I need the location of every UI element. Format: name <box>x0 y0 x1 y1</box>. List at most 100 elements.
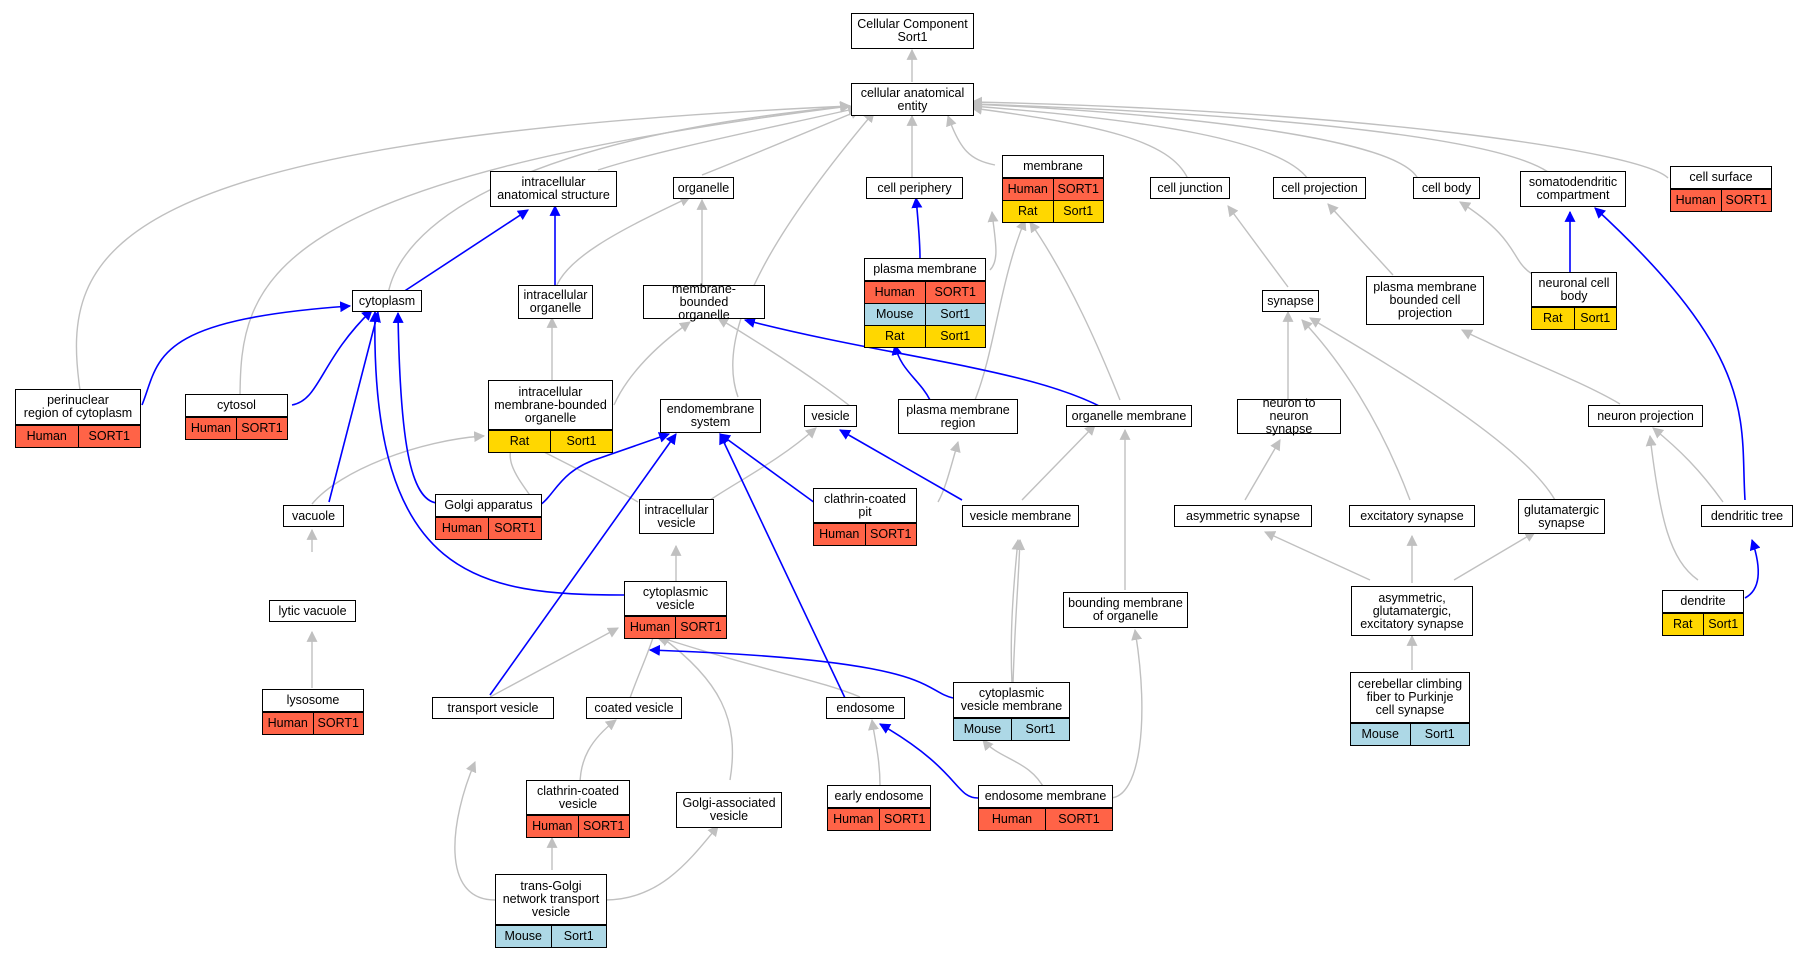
node-label: intracellular organelle <box>523 288 588 315</box>
node-transport-vesicle[interactable]: transport vesicle <box>432 697 554 719</box>
node-lytic-vacuole[interactable]: lytic vacuole <box>269 600 356 622</box>
node-vesicle[interactable]: vesicle <box>804 405 857 427</box>
node-cytoplasm[interactable]: cytoplasm <box>352 290 422 312</box>
node-label: Cellular Component Sort1 <box>857 17 968 44</box>
node-intracellular-vesicle[interactable]: intracellular vesicle <box>639 499 714 534</box>
edge-is-a <box>579 719 617 786</box>
node-cellular-anatomical-entity[interactable]: cellular anatomical entity <box>851 83 974 116</box>
node-excitatory-synapse[interactable]: excitatory synapse <box>1349 505 1475 527</box>
node-neuron-projection[interactable]: neuron projection <box>1588 405 1703 427</box>
node-label: cytoplasmic vesicle membrane <box>954 683 1069 718</box>
node-dendritic-tree[interactable]: dendritic tree <box>1701 505 1793 527</box>
node-label: somatodendritic compartment <box>1528 175 1618 202</box>
node-label: plasma membrane <box>865 259 985 281</box>
edge-is-a <box>1263 531 1371 581</box>
node-membrane-bounded-organelle[interactable]: membrane-bounded organelle <box>643 281 765 322</box>
node-vesicle-membrane[interactable]: vesicle membrane <box>962 505 1079 527</box>
node-label: cell projection <box>1281 180 1358 195</box>
node-plasma-membrane-region[interactable]: plasma membrane region <box>898 399 1018 434</box>
node-endosome[interactable]: endosome <box>826 697 905 719</box>
edge-is-a <box>489 627 619 698</box>
species-name: Rat <box>509 434 530 448</box>
node-label: Golgi-associated vesicle <box>682 796 776 823</box>
edge-part-of <box>291 309 373 406</box>
gene-symbol: Sort1 <box>924 304 986 325</box>
edge-is-a <box>970 101 1309 180</box>
node-label: lytic vacuole <box>278 603 347 618</box>
edge-is-a <box>974 218 1027 401</box>
node-label: clathrin-coated vesicle <box>527 781 629 815</box>
node-label: asymmetric synapse <box>1186 508 1300 523</box>
node-coated-vesicle[interactable]: coated vesicle <box>586 697 682 719</box>
species-name: Rat <box>1673 617 1693 631</box>
node-intracellular-anatomical-structure[interactable]: intracellular anatomical structure <box>490 171 617 207</box>
species-name: Rat <box>885 329 905 343</box>
node-intracellular-membrane-bounded-organelle[interactable]: intracellular membrane-bounded organelle… <box>488 380 613 453</box>
node-golgi-associated-vesicle[interactable]: Golgi-associated vesicle <box>676 792 782 828</box>
node-endomembrane-system[interactable]: endomembrane system <box>660 399 761 433</box>
node-glutamatergic-synapse[interactable]: glutamatergic synapse <box>1518 499 1605 534</box>
node-cell-body[interactable]: cell body <box>1413 177 1480 199</box>
node-asymmetric-glutamatergic-excitatory-synapse[interactable]: asymmetric, glutamatergic, excitatory sy… <box>1351 586 1473 636</box>
species-name: Human <box>1675 193 1716 207</box>
node-label: cytoplasmic vesicle <box>625 582 726 616</box>
node-bounding-membrane-of-organelle[interactable]: bounding membrane of organelle <box>1063 592 1188 628</box>
node-vacuole[interactable]: vacuole <box>283 505 344 527</box>
edge-is-a <box>1459 201 1533 275</box>
node-label: membrane-bounded organelle <box>672 281 736 322</box>
node-cellular-component-root[interactable]: Cellular Component Sort1 <box>851 13 974 49</box>
edge-is-a <box>970 98 1549 173</box>
node-label: endosome <box>836 700 895 715</box>
edge-is-a <box>709 427 817 501</box>
edge-is-a <box>454 760 496 901</box>
node-intracellular-organelle[interactable]: intracellular organelle <box>518 285 593 319</box>
node-neuron-to-neuron-synapse[interactable]: neuron to neuron synapse <box>1237 397 1341 436</box>
node-asymmetric-synapse[interactable]: asymmetric synapse <box>1174 505 1312 527</box>
node-label: excitatory synapse <box>1360 508 1464 523</box>
node-cerebellar-climbing-fiber-synapse[interactable]: cerebellar climbing fiber to Purkinje ce… <box>1350 672 1470 746</box>
node-organelle-membrane[interactable]: organelle membrane <box>1066 405 1192 427</box>
node-label: endomembrane system <box>666 402 755 429</box>
node-label: intracellular vesicle <box>644 502 709 530</box>
node-synapse[interactable]: synapse <box>1262 290 1319 312</box>
node-cell-junction[interactable]: cell junction <box>1150 177 1230 199</box>
edge-is-a <box>311 431 486 505</box>
node-somatodendritic-compartment[interactable]: somatodendritic compartment <box>1520 171 1626 207</box>
species-name: Human <box>190 421 232 435</box>
gene-symbol: SORT1 <box>577 816 630 837</box>
edge-is-a <box>982 739 1046 791</box>
edge-part-of <box>891 343 931 401</box>
edge-is-a <box>1327 203 1394 276</box>
node-plasma-membrane-bounded-cell-projection[interactable]: plasma membrane bounded cell projection <box>1366 276 1484 325</box>
species-name: Human <box>26 429 67 443</box>
node-organelle[interactable]: organelle <box>673 177 734 199</box>
edge-is-a <box>1021 424 1096 501</box>
edge-is-a <box>970 103 1189 180</box>
node-cell-projection[interactable]: cell projection <box>1273 177 1366 199</box>
node-cell-periphery[interactable]: cell periphery <box>866 177 963 199</box>
